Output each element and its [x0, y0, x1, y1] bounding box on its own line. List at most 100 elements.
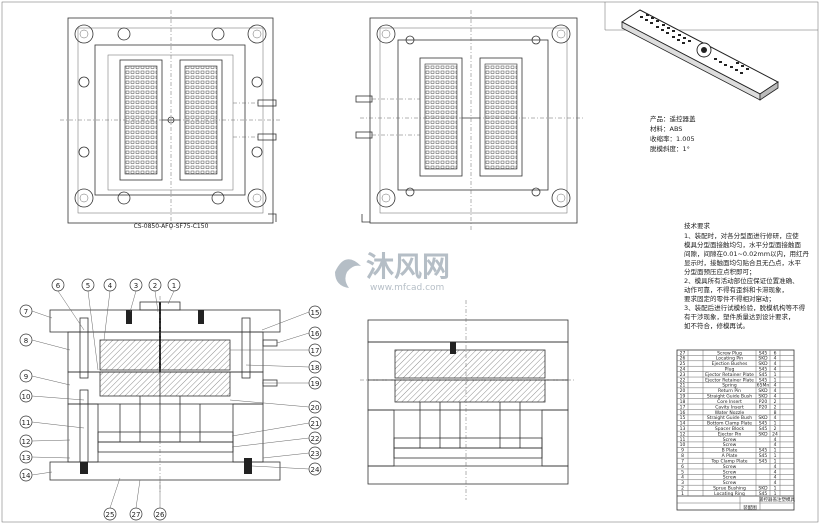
- svg-text:27: 27: [132, 511, 141, 519]
- svg-text:14: 14: [22, 472, 31, 480]
- bom-cell-no: 1: [681, 491, 684, 497]
- title-block-project: 遥控器盖注塑模具: [759, 496, 795, 503]
- watermark-url: www.mfcad.com: [370, 283, 444, 293]
- svg-text:26: 26: [156, 511, 165, 519]
- bom-cell-name: Sprue Bushing: [713, 485, 746, 491]
- bom-cell-material: S45: [759, 491, 768, 497]
- callout-bubble: 11: [19, 415, 33, 429]
- watermark: 沐风网 www.mfcad.com: [335, 250, 450, 293]
- bom-cell-name: Screw: [723, 464, 737, 470]
- tech-note-line: 2、模具所有活动部位应保证位置准确、: [684, 276, 799, 285]
- callout-bubble: 6: [51, 278, 65, 292]
- bom-cell-name: Screw: [723, 480, 737, 486]
- bom-cell-qty: 1: [774, 448, 777, 454]
- bom-cell-name: Ejector Retainer Plate: [705, 372, 754, 378]
- callouts: 1 2 3 4 5 6 7 8 9 10 11 12 13 14 15 16 1…: [19, 278, 322, 521]
- bom-cell-material: S45: [759, 421, 768, 427]
- bom-cell-no: 9: [681, 448, 684, 454]
- bom-cell-name: Top Clamp Plate: [710, 458, 747, 464]
- bom-cell-material: SKD: [758, 361, 768, 367]
- product-shrinkage: 收缩率：1.005: [650, 134, 695, 143]
- callout-bubble: 24: [308, 462, 322, 476]
- bom-cell-qty: 8: [774, 410, 777, 416]
- svg-text:21: 21: [311, 420, 320, 428]
- svg-text:9: 9: [24, 373, 28, 381]
- product-draft-angle: 脱模斜度：1°: [650, 144, 690, 153]
- svg-text:2: 2: [153, 282, 157, 290]
- bom-cell-no: 5: [681, 469, 684, 475]
- remote-control-isometric: [621, 9, 779, 101]
- bom-cell-name: Ejector Retainer Plate: [705, 377, 754, 383]
- bom-cell-qty: 4: [774, 442, 777, 448]
- svg-text:25: 25: [106, 511, 115, 519]
- bom-cell-no: 25: [680, 361, 686, 367]
- moving-half-plan-view: [355, 10, 585, 230]
- bom-cell-qty: 4: [774, 437, 777, 443]
- bom-cell-qty: 1: [774, 491, 777, 497]
- bom-cell-no: 26: [680, 356, 686, 362]
- bom-cell-no: 7: [681, 458, 684, 464]
- tech-note-line: 显示时，接触面均匀贴合且无凸点，水平: [684, 258, 802, 267]
- bom-cell-qty: 4: [774, 464, 777, 470]
- bom-cell-no: 4: [681, 475, 684, 481]
- tech-note-line: 要求固定的零件不得相对窜动；: [684, 294, 775, 303]
- bom-cell-name: A Plate: [722, 453, 738, 459]
- product-name: 产品：遥控器盖: [650, 114, 696, 123]
- bom-cell-name: Bottom Clamp Plate: [707, 421, 752, 427]
- tech-note-line: 动作可靠，不得有歪斜和卡滞现象，: [684, 285, 788, 294]
- bom-cell-qty: 6: [774, 350, 777, 356]
- callout-bubble: 16: [308, 326, 322, 340]
- callout-bubble: 4: [103, 278, 117, 292]
- svg-text:5: 5: [86, 282, 90, 290]
- bom-cell-no: 18: [680, 399, 686, 405]
- callout-bubble: 18: [308, 360, 322, 374]
- callout-bubble: 23: [308, 446, 322, 460]
- tech-note-line: 间隙，间隙在0.01~0.02mm以内，用红丹: [684, 249, 810, 258]
- bom-cell-material: S45: [759, 448, 768, 454]
- bom-cell-name: Return Pin: [718, 388, 741, 394]
- bom-cell-no: 19: [680, 394, 686, 400]
- callout-bubble: 12: [19, 434, 33, 448]
- bom-cell-material: SKD: [758, 431, 768, 437]
- callout-bubble: 17: [308, 343, 322, 357]
- bom-cell-qty: 24: [772, 431, 778, 437]
- callout-bubble: 19: [308, 376, 322, 390]
- bom-cell-qty: 1: [774, 372, 777, 378]
- callout-bubble: 13: [19, 450, 33, 464]
- title-block-drawing-name: 装配图: [743, 504, 757, 511]
- callout-bubble: 25: [103, 507, 117, 521]
- bom-cell-no: 14: [680, 421, 686, 427]
- bom-cell-qty: 1: [774, 485, 777, 491]
- bom-cell-no: 24: [680, 367, 686, 373]
- tech-note-line: 有干涉现象，塑件质量达到设计要求，: [684, 312, 795, 321]
- svg-text:18: 18: [311, 364, 320, 372]
- bom-cell-no: 3: [681, 480, 684, 486]
- bom-cell-qty: 1: [774, 458, 777, 464]
- callout-bubble: 10: [19, 389, 33, 403]
- bom-cell-material: SKD: [758, 356, 768, 362]
- svg-text:6: 6: [56, 282, 61, 290]
- svg-text:3: 3: [134, 282, 138, 290]
- main-section-view: [49, 296, 281, 492]
- bom-cell-qty: 1: [774, 453, 777, 459]
- drawing-code: CS-0850-AFO-SF75-C150: [134, 223, 209, 230]
- bom-cell-name: Straight Guide Bush: [707, 415, 752, 421]
- callout-bubble: 5: [81, 278, 95, 292]
- svg-text:7: 7: [24, 308, 28, 316]
- bom-cell-material: S45: [759, 372, 768, 378]
- bom-cell-qty: 4: [774, 388, 777, 394]
- bom-cell-qty: 2: [774, 426, 777, 432]
- svg-text:22: 22: [311, 435, 320, 443]
- bom-cell-no: 22: [680, 377, 686, 383]
- bom-cell-no: 27: [680, 350, 686, 356]
- svg-text:23: 23: [311, 450, 320, 458]
- tech-note-line: 分型面预压应点积即可；: [684, 267, 756, 276]
- bom-cell-no: 2: [681, 485, 684, 491]
- svg-text:10: 10: [22, 393, 31, 401]
- svg-text:12: 12: [22, 438, 31, 446]
- bom-cell-no: 15: [680, 415, 686, 421]
- bom-cell-name: Screw: [723, 442, 737, 448]
